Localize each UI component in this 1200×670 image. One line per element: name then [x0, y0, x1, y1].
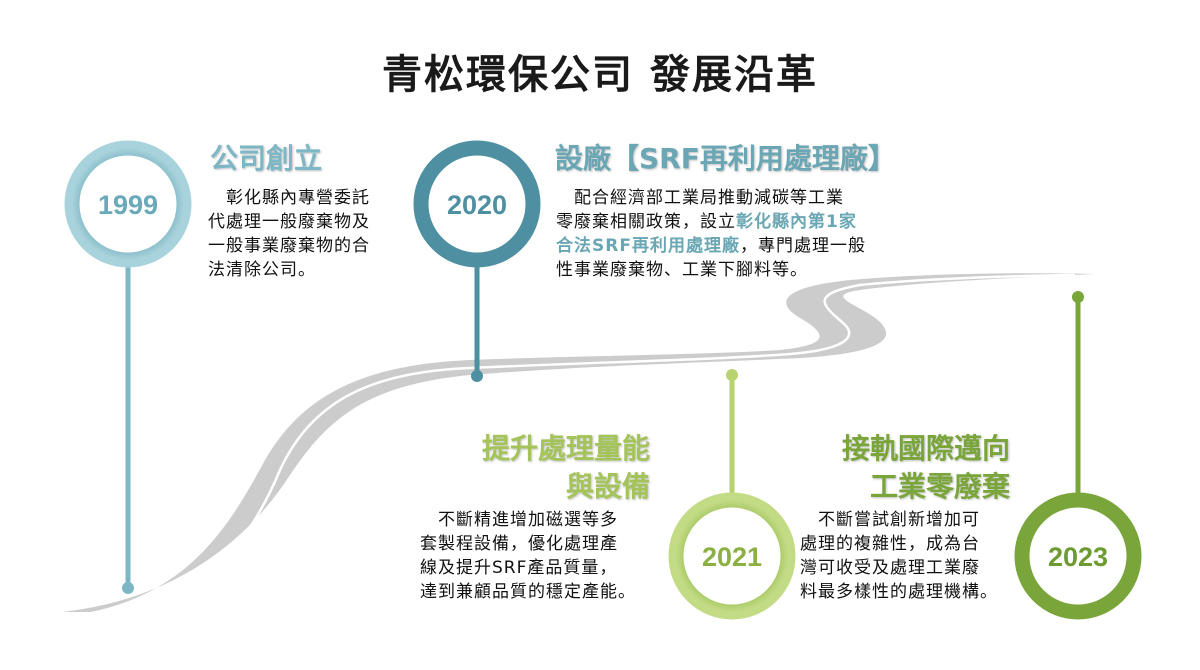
year-label: 2020 — [447, 190, 507, 220]
page-title: 青松環保公司 發展沿革 — [382, 52, 818, 98]
milestone-desc-1999: 彰化縣內專營委託 代處理一般廢棄物及 一般事業廢棄物的合 法清除公司。 — [208, 186, 370, 282]
desc-line: 法清除公司。 — [208, 260, 316, 280]
milestone-2020: 2020 — [413, 140, 541, 382]
milestone-2021: 2021 — [668, 369, 796, 620]
pin-base — [122, 582, 134, 594]
desc-line: 灣可收受及處理工業廢 — [800, 558, 980, 578]
pin-base — [471, 370, 483, 382]
year-ring — [64, 140, 192, 268]
pin-base — [726, 369, 738, 381]
year-label: 1999 — [98, 190, 158, 220]
milestone-desc-2021: 不斷精進增加磁選等多 套製程設備，優化處理產 線及提升SRF產品質量， 達到兼顧… — [420, 508, 636, 604]
desc-line: 彰化縣內專營委託 — [208, 188, 370, 208]
heading-line: 公司創立 — [210, 142, 323, 175]
milestone-desc-2020: 配合經濟部工業局推動減碳等工業 零廢棄相關政策，設立彰化縣內第1家 合法SRF再… — [556, 186, 866, 282]
desc-text: ，專門處理一般 — [739, 236, 866, 256]
desc-line: 不斷精進增加磁選等多 — [420, 510, 618, 530]
desc-line: 料最多樣性的處理機構。 — [800, 582, 998, 602]
heading-line: 工業零廢棄 — [869, 470, 1010, 503]
heading-line: 接軌國際邁向 — [841, 432, 1010, 465]
desc-highlight: 彰化縣內第1家 — [736, 212, 857, 232]
milestone-heading-2020: 設廠【SRF再利用處理廠】 — [555, 140, 896, 178]
desc-line: 零廢棄相關政策，設立彰化縣內第1家 — [556, 210, 866, 234]
desc-line: 套製程設備，優化處理產 — [420, 534, 618, 554]
pin-base — [1072, 291, 1084, 303]
year-label: 2021 — [702, 542, 762, 572]
milestone-desc-2023: 不斷嘗試創新增加可 處理的複雜性，成為台 灣可收受及處理工業廢 料最多樣性的處理… — [800, 508, 998, 604]
milestone-2023: 2023 — [1014, 291, 1142, 620]
milestone-heading-1999: 公司創立 — [210, 140, 322, 178]
heading-line: 與設備 — [565, 470, 650, 503]
desc-line: 處理的複雜性，成為台 — [800, 534, 980, 554]
milestone-1999: 1999 — [64, 140, 192, 594]
desc-line: 代處理一般廢棄物及 — [208, 212, 370, 232]
heading-line: 設廠【SRF再利用處理廠】 — [555, 142, 896, 175]
desc-line: 達到兼顧品質的穩定產能。 — [420, 582, 636, 602]
desc-line: 性事業廢棄物、工業下腳料等。 — [556, 260, 808, 280]
desc-line: 一般事業廢棄物的合 — [208, 236, 370, 256]
desc-line: 線及提升SRF產品質量， — [420, 558, 618, 578]
milestone-heading-2021: 提升處理量能 與設備 — [400, 430, 650, 506]
desc-line: 配合經濟部工業局推動減碳等工業 — [556, 188, 844, 208]
year-ring — [1014, 492, 1142, 620]
heading-line: 提升處理量能 — [481, 432, 650, 465]
year-ring — [668, 492, 796, 620]
desc-line: 合法SRF再利用處理廠，專門處理一般 — [556, 234, 866, 258]
milestone-heading-2023: 接軌國際邁向 工業零廢棄 — [760, 430, 1010, 506]
desc-text: 零廢棄相關政策，設立 — [556, 212, 736, 232]
desc-line: 不斷嘗試創新增加可 — [800, 510, 980, 530]
year-ring — [413, 140, 541, 268]
road-center-line — [149, 273, 1076, 607]
year-label: 2023 — [1048, 542, 1108, 572]
desc-highlight: 合法SRF再利用處理廠 — [556, 236, 740, 256]
